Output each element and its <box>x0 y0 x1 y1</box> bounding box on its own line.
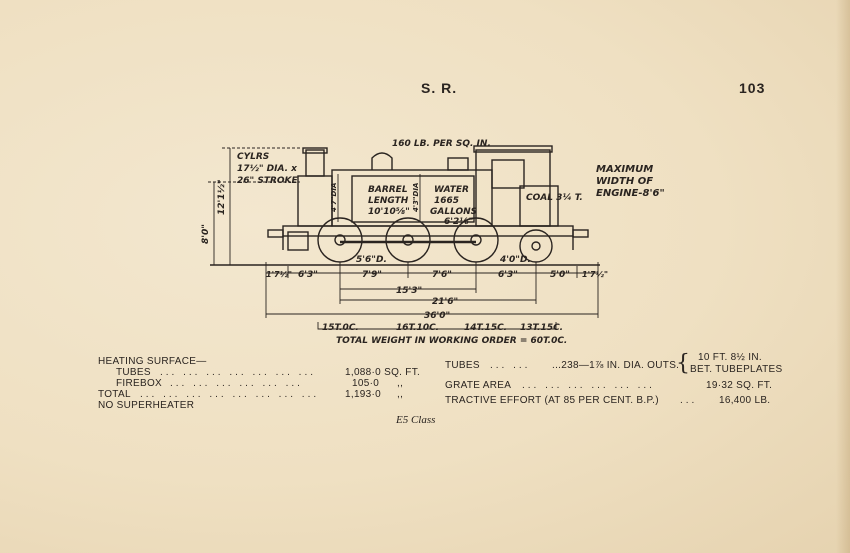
tubes-label: TUBES <box>116 367 151 378</box>
grate-label: GRATE AREA <box>445 380 512 391</box>
water-line-3: GALLONS <box>430 207 477 217</box>
tractive-label: TRACTIVE EFFORT (AT 85 PER CENT. B.P.) <box>445 395 659 406</box>
tube-length: 10 FT. 8½ IN. <box>698 352 762 363</box>
total-ditto: ,, <box>397 389 404 400</box>
axle-weight-3: 14T.15C. <box>464 323 507 333</box>
tubes-leader: ... ... ... ... ... ... ... <box>160 367 317 378</box>
overall-height-label: 8'0" <box>201 224 211 244</box>
railway-heading: S. R. <box>421 80 458 96</box>
front-buffer <box>267 229 284 238</box>
cylinders-line-3: 26" STROKE <box>237 176 299 186</box>
max-width-line-1: MAXIMUM <box>596 164 653 175</box>
coal-bunker <box>519 185 559 227</box>
cab-roof <box>473 145 553 153</box>
firebox-dia-label: 4'3"DIA <box>412 183 420 212</box>
page-edge <box>836 0 850 553</box>
trailing-wheel-label: 4'0"D. <box>499 255 531 265</box>
axle-3 <box>470 234 482 246</box>
tank-length-label: 6'2⅛" <box>444 217 473 227</box>
water-line-1: WATER <box>434 185 469 195</box>
safety-valves <box>447 157 469 171</box>
barrel-line-2: LENGTH <box>368 196 409 206</box>
spacing-4: 6'3" <box>498 270 518 280</box>
locomotive-drawing <box>210 145 600 266</box>
cylinder <box>287 231 309 251</box>
pressure-label: 160 LB. PER SQ. IN. <box>392 139 491 149</box>
tube-between: BET. TUBEPLATES <box>690 364 783 375</box>
rigid-base-label: 21'6" <box>432 297 458 307</box>
spacing-6: 1'7½" <box>582 270 608 279</box>
brace-icon: { <box>676 351 691 376</box>
smokebox <box>297 175 333 227</box>
total-weight-label: TOTAL WEIGHT IN WORKING ORDER = 60T.0C. <box>336 336 567 346</box>
superheater-label: NO SUPERHEATER <box>98 400 195 411</box>
firebox-value: 105·0 <box>352 378 380 389</box>
front-dia-label: 4'7"DIA <box>330 183 338 212</box>
cab-window <box>491 159 525 189</box>
grate-leader: ... ... ... ... ... ... <box>522 380 655 391</box>
axle-weight-4: 13T.15C. <box>520 323 563 333</box>
barrel-line-1: BARREL <box>368 185 408 195</box>
firebox-leader: ... ... ... ... ... ... <box>170 378 303 389</box>
tubes-count-label: TUBES <box>445 360 480 371</box>
axle-weight-1: 15T.0C. <box>322 323 359 333</box>
grate-value: 19·32 SQ. FT. <box>706 380 773 391</box>
heating-surface-title: HEATING SURFACE— <box>98 356 207 367</box>
class-caption: E5 Class <box>396 414 436 426</box>
barrel-line-3: 10'10⅝" <box>368 207 410 217</box>
spacing-5: 5'0" <box>550 270 570 280</box>
side-tank <box>351 175 475 223</box>
rear-buffer <box>572 229 589 238</box>
axle-4 <box>531 241 541 251</box>
spacing-1: 6'3" <box>298 270 318 280</box>
axle-weight-2: 16T.10C. <box>396 323 439 333</box>
coal-label: COAL 3¼ T. <box>526 192 583 203</box>
tubes-count-leader: ... ... <box>490 360 531 371</box>
total-leader: ... ... ... ... ... ... ... ... <box>140 389 320 400</box>
driving-wheel-2 <box>385 217 431 263</box>
driving-wheel-label: 5'6"D. <box>356 255 387 265</box>
page-number: 103 <box>739 80 766 96</box>
water-line-2: 1665 <box>434 196 459 206</box>
dome <box>371 152 393 170</box>
axle-weight-bracket <box>317 322 557 330</box>
chimney <box>305 149 325 177</box>
spacing-3: 7'6" <box>432 270 452 280</box>
tractive-value: 16,400 LB. <box>719 395 771 406</box>
max-width-line-3: ENGINE-8'6" <box>596 188 665 199</box>
tubes-value: 1,088·0 SQ. FT. <box>345 367 421 378</box>
dimension-lines <box>208 147 599 330</box>
total-label: TOTAL <box>98 389 131 400</box>
max-width-line-2: WIDTH OF <box>596 176 653 187</box>
cylinders-line-1: CYLRS <box>237 152 269 162</box>
coupled-base-label: 15'3" <box>396 286 422 296</box>
boiler-height-label: 12'1½" <box>217 179 227 215</box>
boiler <box>331 169 493 227</box>
chimney-cap <box>302 147 328 154</box>
axle-2 <box>402 234 414 246</box>
tractive-leader: ... <box>680 395 698 406</box>
tubes-count-value: ...238—1⅞ IN. DIA. OUTS. <box>552 360 680 371</box>
total-value: 1,193·0 <box>345 389 382 400</box>
spacing-2: 7'9" <box>362 270 382 280</box>
total-length-label: 36'0" <box>424 311 450 321</box>
axle-1 <box>334 234 346 246</box>
firebox-ditto: ,, <box>397 378 404 389</box>
cab <box>475 149 551 227</box>
firebox-label: FIREBOX <box>116 378 162 389</box>
cylinders-line-2: 17½" DIA. x <box>237 164 298 174</box>
spacing-0: 1'7½" <box>266 270 292 279</box>
